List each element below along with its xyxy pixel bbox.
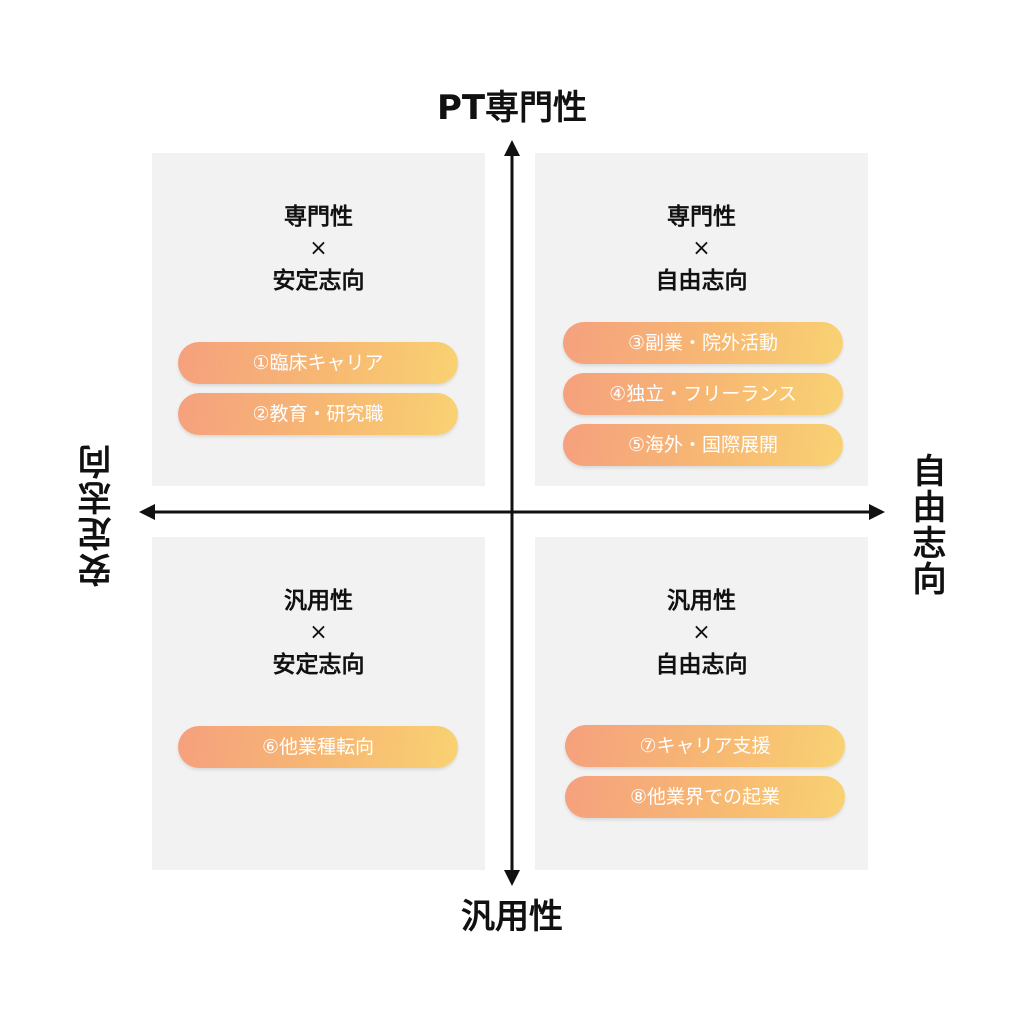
quadrant-heading-line1: 汎用性 <box>284 588 353 614</box>
quadrant-heading: 汎用性 × 自由志向 <box>535 585 868 681</box>
career-pill-freelance: ④独立・フリーランス <box>563 373 843 415</box>
quadrant-heading-line2: 自由志向 <box>655 652 748 678</box>
quadrant-heading-times: × <box>692 620 711 645</box>
quadrant-heading: 専門性 × 自由志向 <box>535 201 868 297</box>
quadrant-heading-line1: 専門性 <box>284 204 353 230</box>
career-pill-startup: ⑧他業界での起業 <box>565 776 845 818</box>
quadrant-general-stability: 汎用性 × 安定志向 ⑥他業種転向 <box>152 537 485 870</box>
quadrant-heading-line1: 汎用性 <box>667 588 736 614</box>
career-pill-career-support: ⑦キャリア支援 <box>565 725 845 767</box>
quadrant-heading-line1: 専門性 <box>667 204 736 230</box>
arrowhead-up <box>504 140 520 156</box>
quadrant-general-freedom: 汎用性 × 自由志向 ⑦キャリア支援 ⑧他業界での起業 <box>535 537 868 870</box>
quadrant-heading-times: × <box>692 236 711 261</box>
quadrant-heading-line2: 安定志向 <box>272 268 365 294</box>
axis-label-freedom: 自由志向 <box>906 453 946 597</box>
axis-label-stability: 安定志向 <box>78 443 118 587</box>
quadrant-specialty-stability: 専門性 × 安定志向 ①臨床キャリア ②教育・研究職 <box>152 153 485 486</box>
quadrant-heading: 汎用性 × 安定志向 <box>152 585 485 681</box>
arrowhead-right <box>869 504 885 520</box>
quadrant-heading-times: × <box>309 620 328 645</box>
career-pill-education-research: ②教育・研究職 <box>178 393 458 435</box>
career-pill-clinical: ①臨床キャリア <box>178 342 458 384</box>
arrowhead-down <box>504 870 520 886</box>
quadrant-specialty-freedom: 専門性 × 自由志向 ③副業・院外活動 ④独立・フリーランス ⑤海外・国際展開 <box>535 153 868 486</box>
career-pill-other-industry: ⑥他業種転向 <box>178 726 458 768</box>
quadrant-heading-times: × <box>309 236 328 261</box>
quadrant-heading: 専門性 × 安定志向 <box>152 201 485 297</box>
arrowhead-left <box>139 504 155 520</box>
quadrant-heading-line2: 安定志向 <box>272 652 365 678</box>
career-pill-side-job: ③副業・院外活動 <box>563 322 843 364</box>
quadrant-heading-line2: 自由志向 <box>655 268 748 294</box>
axis-label-specialty: PT専門性 <box>436 88 588 128</box>
career-pill-overseas: ⑤海外・国際展開 <box>563 424 843 466</box>
axis-label-general: 汎用性 <box>461 897 563 937</box>
